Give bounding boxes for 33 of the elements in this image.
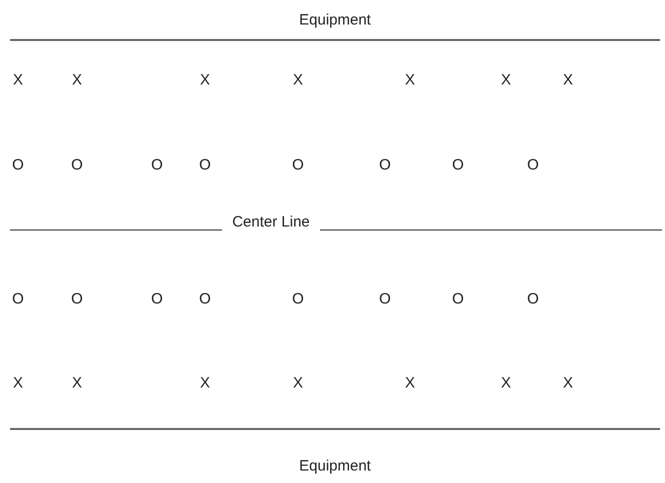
x-mark: X <box>200 72 210 88</box>
heading: Equipment <box>299 12 371 28</box>
o-mark: O <box>199 158 211 172</box>
x-mark: X <box>13 376 23 390</box>
x-mark: X <box>563 72 573 88</box>
x-mark: X <box>501 376 511 390</box>
x-mark: X <box>501 72 511 88</box>
o-mark: O <box>71 158 83 172</box>
o-mark: O <box>151 158 163 172</box>
o-mark: O <box>452 292 464 306</box>
o-mark: O <box>379 292 391 306</box>
x-mark: X <box>72 72 82 88</box>
o-mark: O <box>292 292 304 306</box>
o-mark: O <box>292 158 304 172</box>
o-mark: O <box>379 158 391 172</box>
x-mark: X <box>293 376 303 390</box>
o-mark: O <box>527 292 539 306</box>
o-mark: O <box>151 292 163 306</box>
x-mark: X <box>405 72 415 88</box>
x-mark: X <box>405 376 415 390</box>
o-mark: O <box>71 292 83 306</box>
o-mark: O <box>452 158 464 172</box>
x-mark: X <box>72 376 82 390</box>
x-mark: X <box>13 72 23 88</box>
x-mark: X <box>563 376 573 390</box>
o-mark: O <box>12 158 24 172</box>
heading: Equipment <box>299 458 371 474</box>
o-mark: O <box>527 158 539 172</box>
x-mark: X <box>200 376 210 390</box>
o-mark: O <box>12 292 24 306</box>
o-mark: O <box>199 292 211 306</box>
center-line-label: Center Line <box>232 214 310 230</box>
x-mark: X <box>293 72 303 88</box>
